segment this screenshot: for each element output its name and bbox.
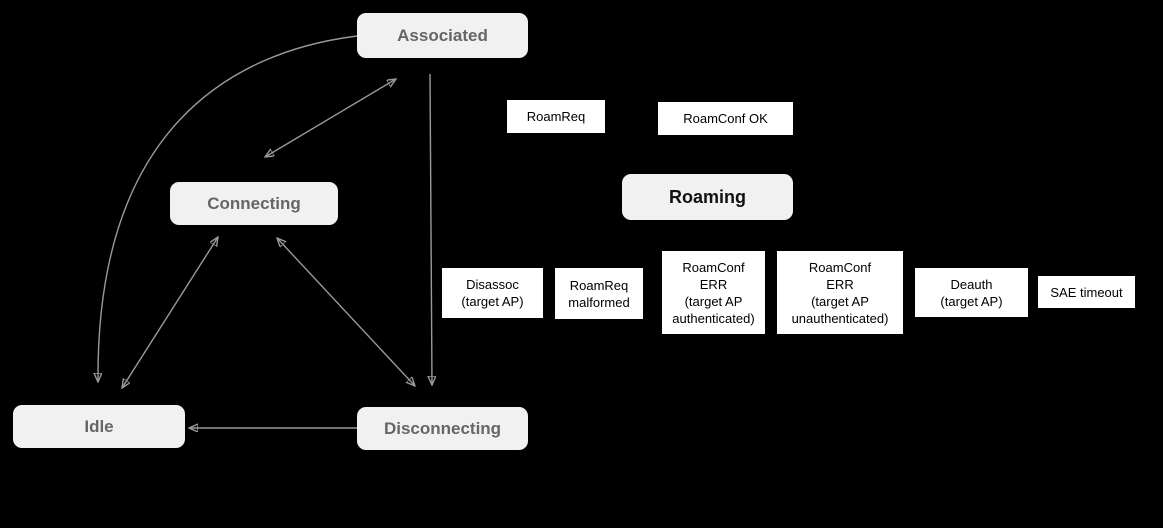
state-node-connecting: Connecting	[170, 182, 338, 225]
edge-associated-to-idle	[98, 35, 358, 382]
event-label-disassoc-target-ap: Disassoc (target AP)	[442, 268, 543, 318]
edge-connecting-idle	[122, 237, 218, 388]
event-label-roamreq: RoamReq	[507, 100, 605, 133]
event-label-roamconf-ok: RoamConf OK	[658, 102, 793, 135]
state-node-associated: Associated	[357, 13, 528, 58]
state-node-disconnecting: Disconnecting	[357, 407, 528, 450]
edge-connecting-associated	[265, 79, 396, 157]
edge-connecting-disconnecting	[277, 238, 415, 386]
event-label-roamconf-err-unauthenticated: RoamConf ERR (target AP unauthenticated)	[777, 251, 903, 334]
state-node-roaming: Roaming	[622, 174, 793, 220]
event-label-roamreq-malformed: RoamReq malformed	[555, 268, 643, 319]
event-label-sae-timeout: SAE timeout	[1038, 276, 1135, 308]
edge-associated-to-disconnecting	[430, 73, 432, 385]
event-label-deauth-target-ap: Deauth (target AP)	[915, 268, 1028, 317]
state-node-idle: Idle	[13, 405, 185, 448]
event-label-roamconf-err-authenticated: RoamConf ERR (target AP authenticated)	[662, 251, 765, 334]
